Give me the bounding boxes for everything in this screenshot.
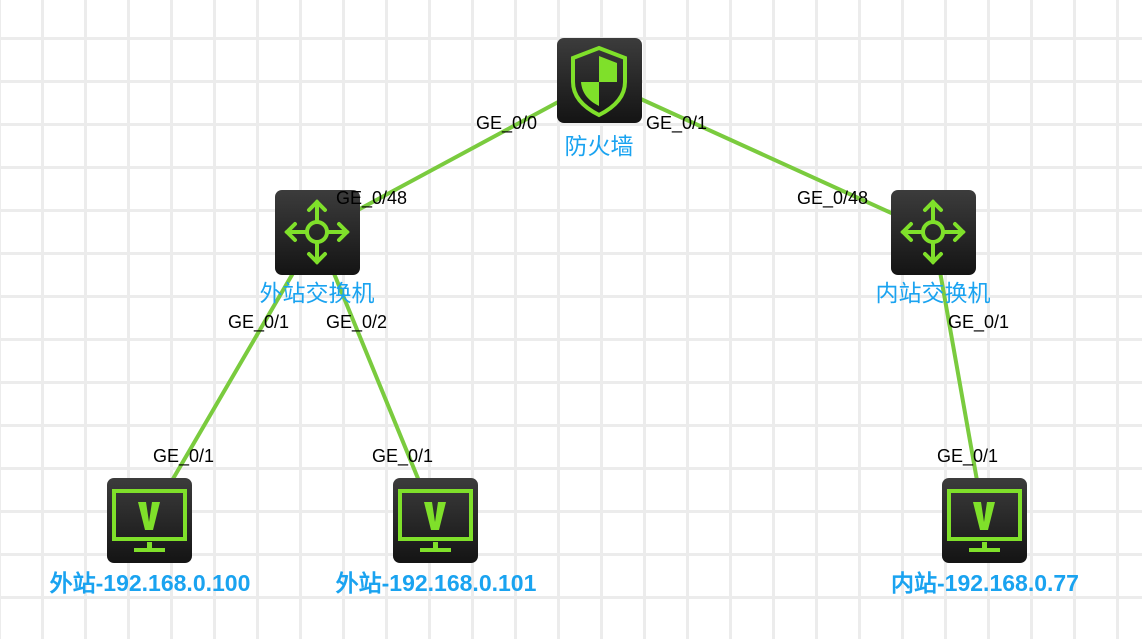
switch-arrows-icon: [900, 199, 966, 265]
pc2-label: 外站-192.168.0.101: [335, 570, 537, 596]
port-label: GE_0/1: [937, 446, 999, 466]
link-firewall-inner-switch[interactable]: [597, 78, 935, 234]
pc3-label: 内站-192.168.0.77: [891, 570, 1079, 596]
port-label: GE_0/1: [948, 312, 1010, 332]
monitor-v-icon: [112, 489, 187, 552]
monitor-v-icon: [947, 489, 1022, 552]
port-label: GE_0/0: [476, 113, 538, 133]
pc3-device[interactable]: [942, 478, 1027, 563]
port-label: GE_0/1: [646, 113, 708, 133]
outer-switch-device[interactable]: [275, 190, 360, 275]
link-inner-switch-pc3[interactable]: [931, 230, 986, 522]
monitor-v-icon: [398, 489, 473, 552]
port-label: GE_0/2: [326, 312, 388, 332]
link-firewall-outer-switch[interactable]: [315, 78, 601, 234]
link-outer-switch-pc1[interactable]: [147, 230, 319, 522]
outer-switch-label: 外站交换机: [259, 280, 375, 306]
switch-arrows-icon: [284, 199, 350, 265]
firewall-device[interactable]: [557, 38, 642, 123]
firewall-label: 防火墙: [564, 133, 634, 159]
inner-switch-label: 内站交换机: [875, 280, 991, 306]
port-label: GE_0/1: [153, 446, 215, 466]
port-label: GE_0/1: [372, 446, 434, 466]
pc2-device[interactable]: [393, 478, 478, 563]
port-label: GE_0/48: [336, 188, 408, 208]
link-outer-switch-pc2[interactable]: [315, 230, 437, 522]
shield-icon: [571, 45, 627, 118]
pc1-device[interactable]: [107, 478, 192, 563]
port-label: GE_0/48: [797, 188, 869, 208]
port-label: GE_0/1: [228, 312, 290, 332]
pc1-label: 外站-192.168.0.100: [49, 570, 251, 596]
inner-switch-device[interactable]: [891, 190, 976, 275]
